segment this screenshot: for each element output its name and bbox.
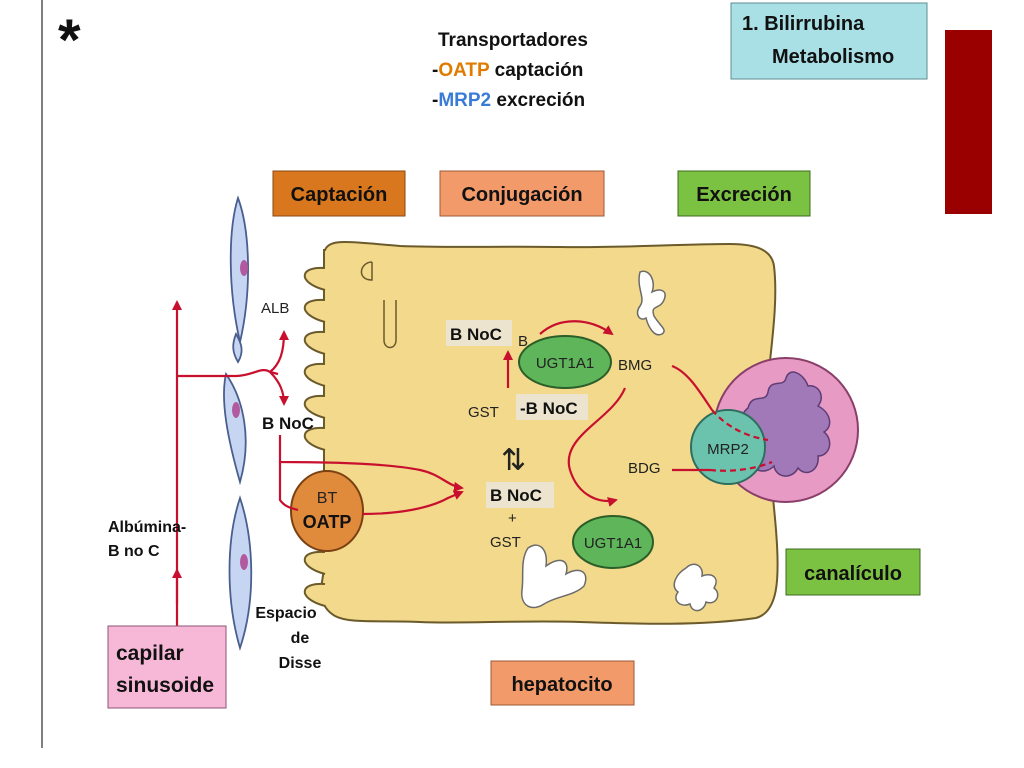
capilar-line2: sinusoide bbox=[116, 674, 214, 697]
organelle-bottom-right bbox=[673, 563, 719, 612]
endothelial-cell-4 bbox=[228, 495, 253, 652]
stage-conjugacion: Conjugación bbox=[439, 170, 605, 217]
canaliculo-box: canalículo bbox=[785, 548, 921, 596]
title-line1: 1. Bilirrubina bbox=[742, 13, 865, 35]
alb-label: ALB bbox=[261, 300, 289, 317]
excretion-dashed bbox=[709, 409, 773, 472]
arrow-b-to-bmg bbox=[539, 320, 614, 336]
nucleus-3 bbox=[240, 554, 248, 570]
title-box: 1. Bilirrubina Metabolismo bbox=[730, 2, 928, 80]
arrow-branch-in bbox=[177, 368, 279, 378]
nucleus-1 bbox=[240, 260, 248, 276]
arrow-bnoc-direct bbox=[278, 435, 464, 492]
bnoc-mid-bg bbox=[516, 394, 588, 420]
legend-mrp2-prefix: - bbox=[432, 90, 438, 111]
ugt1a1-bottom: UGT1A1 bbox=[572, 515, 654, 569]
legend-oatp-row: -OATP captación bbox=[432, 60, 583, 81]
gst-center-label: GST bbox=[490, 534, 521, 551]
bnoc-top-label: B NoC bbox=[450, 325, 502, 344]
bnoc-mid-label: -B NoC bbox=[520, 399, 578, 418]
arrow-to-bnoc bbox=[269, 371, 289, 406]
canaliculo-label: canalículo bbox=[804, 563, 902, 585]
stage-captacion: Captación bbox=[272, 170, 406, 217]
arrow-bnoc-to-oatp bbox=[278, 462, 299, 512]
legend-oatp-text: captación bbox=[489, 60, 583, 81]
capilar-line1: capilar bbox=[116, 642, 184, 665]
bnoc-center-bg bbox=[486, 482, 554, 508]
b-label: B bbox=[518, 333, 528, 350]
legend-oatp-prefix: - bbox=[432, 60, 438, 81]
arrow-bmg-to-bdg bbox=[567, 387, 627, 507]
arrow-to-alb bbox=[269, 330, 289, 373]
ugt1a1-bottom-label: UGT1A1 bbox=[584, 535, 642, 552]
endothelial-nuclei bbox=[232, 260, 248, 570]
mrp2-label: MRP2 bbox=[707, 441, 749, 458]
capilar-box: capilar sinusoide bbox=[107, 625, 227, 709]
legend-heading: Transportadores bbox=[438, 30, 588, 51]
stage-conjugacion-label: Conjugación bbox=[461, 184, 582, 206]
oatp-transporter: BT OATP bbox=[290, 470, 364, 552]
mrp2-transporter: MRP2 bbox=[690, 409, 766, 485]
stage-excrecion-label: Excreción bbox=[696, 184, 792, 206]
hepatocito-label: hepatocito bbox=[511, 674, 612, 696]
stage-captacion-label: Captación bbox=[291, 184, 388, 206]
pathway-arrows bbox=[172, 300, 713, 640]
sidebar-bar bbox=[945, 30, 992, 214]
organelle-bottom-left bbox=[521, 544, 587, 609]
ugt1a1-top-label: UGT1A1 bbox=[536, 355, 594, 372]
albumina-line1: Albúmina- bbox=[108, 519, 186, 536]
oatp-label: OATP bbox=[303, 512, 352, 532]
dashed-bmg-excretion bbox=[711, 409, 769, 442]
equilibrium-arrows: ⇅ bbox=[501, 444, 526, 477]
bnoc-top-bg bbox=[446, 320, 512, 346]
stage-excrecion: Excreción bbox=[677, 170, 811, 217]
dashed-bdg-excretion bbox=[709, 460, 773, 472]
endothelial-cells bbox=[223, 195, 253, 652]
legend-mrp2-row: -MRP2 excreción bbox=[432, 90, 585, 111]
arrow-oatp-to-center bbox=[361, 490, 464, 516]
legend-mrp2-name: MRP2 bbox=[438, 90, 491, 111]
legend-mrp2-text: excreción bbox=[491, 90, 585, 111]
hepatocyte-cell bbox=[303, 241, 779, 625]
bt-label: BT bbox=[317, 490, 338, 507]
asterisk-mark: * bbox=[58, 8, 81, 73]
legend-oatp-name: OATP bbox=[438, 60, 490, 81]
albumina-line2: B no C bbox=[108, 543, 160, 560]
transporters-legend: Transportadores -OATP captación -MRP2 ex… bbox=[432, 30, 588, 111]
espacio-line1: Espacio bbox=[255, 605, 317, 622]
organelles bbox=[521, 270, 719, 612]
endothelial-cell-2 bbox=[232, 331, 243, 364]
hepatocito-box: hepatocito bbox=[490, 660, 635, 706]
bdg-label: BDG bbox=[628, 460, 661, 477]
bmg-label: BMG bbox=[618, 357, 652, 374]
endothelial-cell-3 bbox=[223, 371, 247, 486]
ugt1a1-top: UGT1A1 bbox=[518, 335, 612, 389]
gst-mid-label: GST bbox=[468, 404, 499, 421]
espacio-line2: de bbox=[291, 630, 310, 647]
title-line2: Metabolismo bbox=[772, 46, 894, 68]
bnoc-left-label: B NoC bbox=[262, 414, 314, 433]
espacio-line3: Disse bbox=[279, 655, 322, 672]
plus-label: + bbox=[508, 510, 517, 527]
nucleus-2 bbox=[232, 402, 240, 418]
bnoc-center-label: B NoC bbox=[490, 486, 542, 505]
arrow-bmg-to-mrp2 bbox=[671, 364, 713, 411]
organelle-top bbox=[636, 270, 666, 336]
